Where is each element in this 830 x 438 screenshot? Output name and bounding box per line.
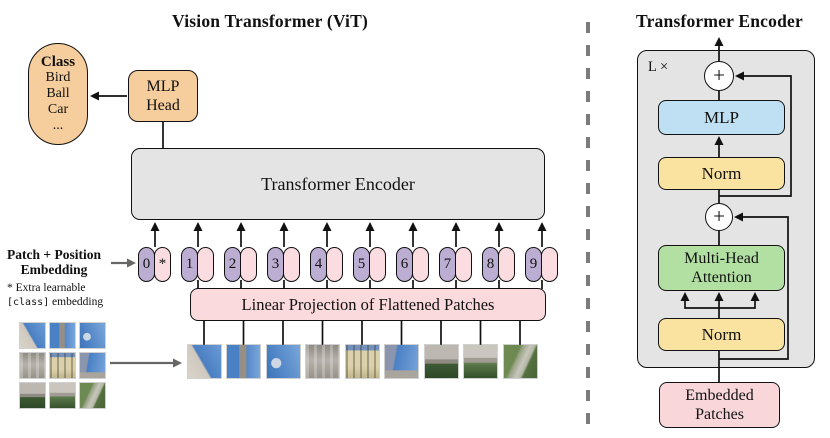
grid-cell-1 [19, 322, 46, 349]
token-pair-8: 8 [482, 247, 515, 282]
transformer-encoder-label: Transformer Encoder [261, 173, 415, 194]
position-pill-4: 4 [310, 247, 327, 282]
embedded-patches-line1: Embedded [685, 387, 754, 404]
patch-position-line2: Embedding [20, 262, 88, 277]
position-pill-7: 7 [439, 247, 456, 282]
position-pill-2: 2 [224, 247, 241, 282]
residual-add-top: + [704, 61, 734, 91]
grid-cell-7 [19, 382, 46, 409]
mlp-block-label: MLP [704, 107, 739, 127]
mlp-head-line2: Head [146, 97, 180, 114]
token-pair-6: 6 [396, 247, 429, 282]
class-item-ellipsis: ... [52, 118, 64, 133]
grid-cell-5 [49, 352, 76, 379]
linear-projection-box: Linear Projection of Flattened Patches [190, 288, 546, 321]
footnote-line1: * Extra learnable [7, 282, 86, 294]
residual-add-bottom: + [705, 203, 733, 231]
mlp-head-box: MLP Head [128, 70, 198, 122]
class-heading: Class [40, 54, 76, 70]
token-pair-2: 2 [224, 247, 257, 282]
mha-label-line1: Multi-Head [684, 250, 759, 267]
token-pair-7: 7 [439, 247, 472, 282]
patch-pill-1 [197, 247, 214, 282]
patch-pill-6 [412, 247, 429, 282]
class-item-car: Car [47, 102, 69, 117]
grid-cell-8 [49, 382, 76, 409]
flattened-patch-1 [186, 344, 222, 379]
class-output-pill: Class Bird Ball Car ... [28, 43, 88, 145]
patch-pill-9 [541, 247, 558, 282]
mlp-block: MLP [658, 100, 785, 135]
token-pair-4: 4 [310, 247, 343, 282]
position-pill-3: 3 [267, 247, 284, 282]
grid-cell-4 [19, 352, 46, 379]
norm-block-top: Norm [658, 157, 785, 190]
token-pair-5: 5 [353, 247, 386, 282]
patch-pill-2 [240, 247, 257, 282]
flattened-patch-5 [344, 344, 380, 379]
flattened-patch-6 [384, 344, 419, 379]
embedded-patches-block: Embedded Patches [659, 382, 780, 428]
plus-icon: + [713, 203, 725, 228]
patch-pill-4 [326, 247, 343, 282]
flattened-patch-2 [226, 344, 261, 379]
flattened-patch-7 [423, 344, 459, 379]
token-pair-9: 9 [525, 247, 558, 282]
flattened-patch-9 [502, 344, 538, 379]
patch-position-line1: Patch + Position [7, 247, 101, 262]
class-token-footnote: * Extra learnable [class] embedding [7, 282, 127, 309]
grid-cell-3 [79, 322, 106, 349]
position-pill-9: 9 [525, 247, 542, 282]
grid-cell-6 [79, 352, 106, 379]
token-pair-1: 1 [181, 247, 214, 282]
mha-label-line2: Attention [691, 269, 752, 286]
loop-count-label: L × [648, 59, 669, 75]
position-pill-5: 5 [353, 247, 370, 282]
patch-pill-8 [498, 247, 515, 282]
norm-block-bottom: Norm [658, 318, 785, 351]
transformer-encoder-box: Transformer Encoder [131, 148, 545, 220]
mlp-head-line1: MLP [146, 78, 180, 95]
footnote-line2: embedding [49, 295, 104, 308]
left-panel-title: Vision Transformer (ViT) [172, 11, 368, 31]
plus-icon: + [713, 62, 725, 87]
norm-top-label: Norm [701, 163, 742, 183]
position-pill-6: 6 [396, 247, 413, 282]
token-pair-3: 3 [267, 247, 300, 282]
linear-projection-label: Linear Projection of Flattened Patches [241, 294, 495, 314]
embedded-patches-line2: Patches [695, 406, 744, 423]
flattened-patch-4 [305, 344, 340, 379]
footnote-class-code: [class] [7, 296, 50, 308]
class-item-ball: Ball [46, 86, 70, 101]
position-pill-1: 1 [181, 247, 198, 282]
flattened-patch-8 [463, 344, 498, 379]
right-panel-title: Transformer Encoder [636, 11, 803, 31]
multi-head-attention-block: Multi-Head Attention [658, 245, 785, 291]
position-pill-8: 8 [482, 247, 499, 282]
token-pair-0: 0 * [138, 247, 171, 282]
patch-position-embedding-label: Patch + Position Embedding [0, 247, 108, 277]
grid-cell-9 [79, 382, 106, 409]
patch-pill-3 [283, 247, 300, 282]
patch-pill-0-class-token: * [154, 247, 171, 282]
patch-pill-5 [369, 247, 386, 282]
grid-cell-2 [49, 322, 76, 349]
flattened-patch-3 [265, 344, 301, 379]
norm-bottom-label: Norm [701, 324, 742, 344]
class-item-bird: Bird [45, 70, 71, 85]
patch-pill-7 [455, 247, 472, 282]
position-pill-0: 0 [138, 247, 155, 282]
